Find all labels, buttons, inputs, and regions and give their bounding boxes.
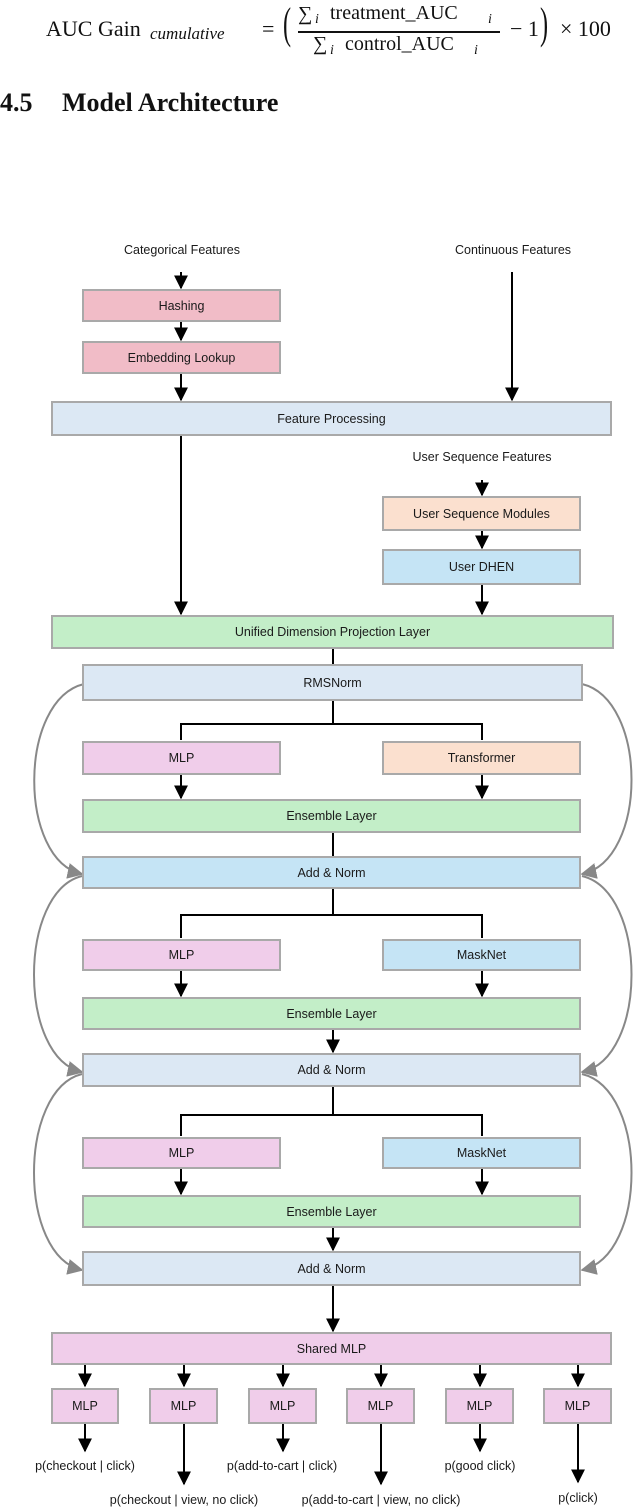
equation-numerator-subscript: i (488, 12, 492, 27)
equation-denominator-index: i (330, 43, 334, 58)
output-label-add-to-cart-view: p(add-to-cart | view, no click) (301, 1493, 461, 1507)
add-norm-block-1: Add & Norm (82, 856, 581, 889)
equation-equals: = (262, 16, 275, 41)
equation-numerator-sum: ∑ (298, 3, 313, 25)
continuous-features-label: Continuous Features (454, 243, 572, 257)
unified-dimension-projection-block: Unified Dimension Projection Layer (51, 615, 614, 649)
ensemble-layer-3: Ensemble Layer (82, 1195, 581, 1228)
equation-denominator: control_AUC (345, 33, 454, 55)
output-label-checkout-view: p(checkout | view, no click) (109, 1493, 259, 1507)
task-head-mlp-6: MLP (543, 1388, 612, 1424)
equation-left-paren: ( (283, 0, 292, 48)
masknet-block-2: MaskNet (382, 1137, 581, 1169)
equation-numerator: treatment_AUC (330, 2, 458, 24)
user-sequence-features-label: User Sequence Features (412, 450, 552, 464)
equation-lhs: AUC Gain (46, 16, 141, 41)
add-norm-block-3: Add & Norm (82, 1251, 581, 1286)
task-head-mlp-5: MLP (445, 1388, 514, 1424)
auc-gain-equation: AUC Gain cumulative = ( ∑ i treatment_AU… (0, 0, 636, 70)
embedding-lookup-block: Embedding Lookup (82, 341, 281, 374)
equation-right-paren: ) (540, 0, 549, 48)
user-dhen-block: User DHEN (382, 549, 581, 585)
section-heading: 4.5 Model Architecture (0, 88, 278, 118)
categorical-features-label: Categorical Features (123, 243, 241, 257)
mlp-block-3: MLP (82, 1137, 281, 1169)
output-label-good-click: p(good click) (444, 1459, 516, 1473)
ensemble-layer-1: Ensemble Layer (82, 799, 581, 833)
add-norm-block-2: Add & Norm (82, 1053, 581, 1087)
user-sequence-modules-block: User Sequence Modules (382, 496, 581, 531)
equation-lhs-subscript: cumulative (150, 24, 225, 43)
shared-mlp-block: Shared MLP (51, 1332, 612, 1365)
output-label-click: p(click) (558, 1491, 598, 1505)
output-label-add-to-cart-click: p(add-to-cart | click) (226, 1459, 338, 1473)
equation-denominator-subscript: i (474, 43, 478, 58)
hashing-block: Hashing (82, 289, 281, 322)
mlp-block-2: MLP (82, 939, 281, 971)
task-head-mlp-4: MLP (346, 1388, 415, 1424)
task-head-mlp-1: MLP (51, 1388, 119, 1424)
rmsnorm-block: RMSNorm (82, 664, 583, 701)
equation-times-hundred: × 100 (560, 16, 611, 41)
output-label-checkout-click: p(checkout | click) (35, 1459, 135, 1473)
masknet-block-1: MaskNet (382, 939, 581, 971)
section-title: Model Architecture (62, 88, 279, 117)
fraction-bar (298, 31, 500, 33)
ensemble-layer-2: Ensemble Layer (82, 997, 581, 1030)
equation-denominator-sum: ∑ (313, 33, 328, 55)
section-number: 4.5 (0, 88, 33, 117)
task-head-mlp-3: MLP (248, 1388, 317, 1424)
equation-minus-one: − 1 (510, 16, 539, 41)
mlp-block-1: MLP (82, 741, 281, 775)
transformer-block: Transformer (382, 741, 581, 775)
task-head-mlp-2: MLP (149, 1388, 218, 1424)
equation-numerator-index: i (315, 12, 319, 27)
feature-processing-block: Feature Processing (51, 401, 612, 436)
